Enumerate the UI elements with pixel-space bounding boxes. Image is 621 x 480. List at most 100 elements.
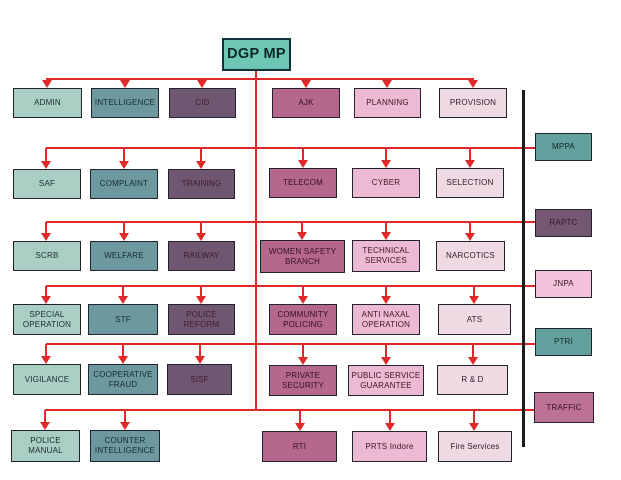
connector-hline-4 — [46, 285, 535, 287]
node-traffic: TRAFFIC — [534, 392, 594, 423]
node-ptri: PTRI — [535, 328, 592, 356]
arrow-down-icon-2 — [120, 80, 130, 88]
arrow-down-icon-17 — [381, 232, 391, 240]
node-technical-services: TECHNICAL SERVICES — [352, 240, 420, 272]
node-complaint: COMPLAINT — [90, 169, 158, 199]
arrow-stem-23 — [385, 286, 387, 298]
arrow-down-icon-23 — [381, 296, 391, 304]
arrow-down-icon-29 — [381, 357, 391, 365]
arrow-stem-17 — [385, 222, 387, 234]
arrow-stem-34 — [389, 410, 391, 425]
arrow-down-icon-6 — [468, 80, 478, 88]
arrow-stem-19 — [45, 286, 47, 298]
arrow-stem-30 — [472, 344, 474, 359]
node-ats: ATS — [438, 304, 511, 335]
arrow-down-icon-28 — [298, 357, 308, 365]
arrow-stem-11 — [385, 148, 387, 162]
connector-hline-5 — [46, 343, 535, 345]
arrow-down-icon-27 — [195, 356, 205, 364]
arrow-stem-12 — [469, 148, 471, 162]
arrow-stem-9 — [200, 148, 202, 163]
arrow-down-icon-19 — [41, 296, 51, 304]
node-saf: SAF — [13, 169, 81, 199]
node-women-safety-branch: WOMEN SAFETY BRANCH — [260, 240, 345, 273]
arrow-down-icon-8 — [119, 161, 129, 169]
node-anti-naxal-operation: ANTI NAXAL OPERATION — [352, 304, 420, 335]
node-private-security: PRIVATE SECURITY — [269, 365, 337, 396]
node-sisf: SISF — [167, 364, 232, 395]
arrow-stem-14 — [123, 222, 125, 235]
arrow-stem-32 — [124, 410, 126, 424]
node-selection: SELECTION — [436, 168, 504, 198]
arrow-stem-35 — [473, 410, 475, 425]
node-training: TRAINING — [168, 169, 235, 199]
arrow-down-icon-34 — [385, 423, 395, 431]
arrow-down-icon-16 — [297, 232, 307, 240]
node-provision: PROVISION — [439, 88, 507, 118]
arrow-down-icon-35 — [469, 423, 479, 431]
node-cooperative-fraud: COOPERATIVE FRAUD — [88, 364, 158, 395]
arrow-down-icon-24 — [469, 296, 479, 304]
node-admin: ADMIN — [13, 88, 82, 118]
arrow-down-icon-15 — [196, 233, 206, 241]
node-scrb: SCRB — [13, 241, 81, 271]
arrow-down-icon-4 — [301, 80, 311, 88]
arrow-stem-28 — [302, 344, 304, 359]
arrow-stem-20 — [122, 286, 124, 298]
arrow-stem-33 — [299, 410, 301, 425]
arrow-down-icon-25 — [41, 356, 51, 364]
arrow-stem-22 — [302, 286, 304, 298]
arrow-stem-25 — [45, 344, 47, 358]
arrow-down-icon-26 — [118, 356, 128, 364]
divider-vline — [522, 90, 525, 447]
arrow-stem-27 — [199, 344, 201, 358]
node-dgp-mp: DGP MP — [222, 38, 291, 71]
node-vigilance: VIGILANCE — [13, 364, 81, 395]
arrow-stem-15 — [200, 222, 202, 235]
arrow-stem-8 — [123, 148, 125, 163]
arrow-stem-7 — [45, 148, 47, 163]
node-jnpa: JNPA — [535, 270, 592, 298]
node-police-reform: POLICE REFORM — [168, 304, 235, 335]
arrow-down-icon-11 — [381, 160, 391, 168]
arrow-down-icon-10 — [298, 160, 308, 168]
trunk-vline — [255, 71, 257, 411]
node-community-policing: COMMUNITY POLICING — [269, 304, 337, 335]
node-cyber: CYBER — [352, 168, 420, 198]
arrow-stem-10 — [302, 148, 304, 162]
arrow-down-icon-3 — [197, 80, 207, 88]
node-intelligence: INTELLIGENCE — [91, 88, 159, 118]
arrow-down-icon-31 — [40, 422, 50, 430]
arrow-down-icon-33 — [295, 423, 305, 431]
node-special-operation: SPECIAL OPERATION — [13, 304, 81, 335]
connector-hline-1 — [46, 78, 474, 80]
node-cid: CID — [169, 88, 236, 118]
node-narcotics: NARCOTICS — [436, 241, 505, 271]
node-stf: STF — [88, 304, 158, 335]
node-police-manual: POLICE MANUAL — [11, 430, 80, 462]
node-public-service-guarantee: PUBLIC SERVICE GUARANTEE — [348, 365, 424, 396]
arrow-stem-21 — [200, 286, 202, 298]
arrow-down-icon-32 — [120, 422, 130, 430]
arrow-down-icon-9 — [196, 161, 206, 169]
arrow-down-icon-7 — [41, 161, 51, 169]
node-r-d: R & D — [437, 365, 508, 395]
arrow-down-icon-30 — [468, 357, 478, 365]
arrow-down-icon-22 — [298, 296, 308, 304]
node-prts-indore: PRTS Indore — [352, 431, 427, 462]
arrow-down-icon-20 — [118, 296, 128, 304]
node-counter-intelligence: COUNTER INTELLIGENCE — [90, 430, 160, 462]
node-planning: PLANNING — [354, 88, 421, 118]
arrow-down-icon-14 — [119, 233, 129, 241]
arrow-stem-16 — [301, 222, 303, 234]
arrow-down-icon-5 — [382, 80, 392, 88]
arrow-stem-18 — [469, 222, 471, 235]
node-fire-services: Fire Services — [438, 431, 512, 462]
node-telecom: TELECOM — [269, 168, 337, 198]
connector-hline-3 — [46, 221, 535, 223]
arrow-down-icon-12 — [465, 160, 475, 168]
arrow-down-icon-18 — [465, 233, 475, 241]
arrow-stem-24 — [473, 286, 475, 298]
node-railway: RAILWAY — [168, 241, 235, 271]
